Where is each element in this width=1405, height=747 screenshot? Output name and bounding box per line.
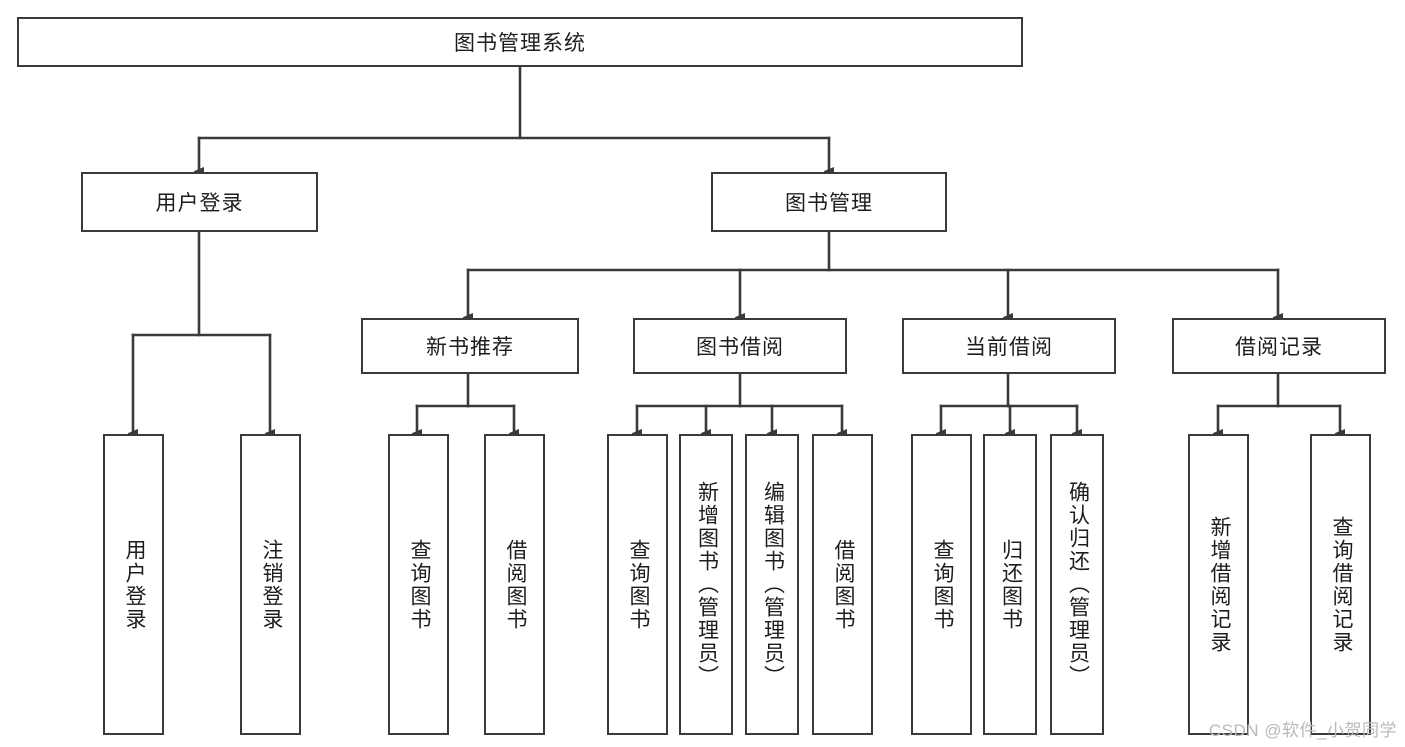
watermark: CSDN @软件_小贺同学 <box>1208 721 1397 740</box>
node-level3-4-label: 借阅记录 <box>1235 336 1323 359</box>
node-level3-2-label: 图书借阅 <box>696 336 784 359</box>
node-leaf-3[interactable]: 查询图书 <box>388 434 449 735</box>
node-level3-4[interactable]: 借阅记录 <box>1172 318 1386 374</box>
node-leaf-2-label: 注销登录 <box>259 538 283 631</box>
node-leaf-3-label: 查询图书 <box>407 538 431 631</box>
node-leaf-12[interactable]: 新增借阅记录 <box>1188 434 1249 735</box>
node-level3-2[interactable]: 图书借阅 <box>633 318 847 374</box>
node-leaf-1-label: 用户登录 <box>122 538 146 631</box>
node-leaf-5-label: 查询图书 <box>626 538 650 631</box>
node-root[interactable]: 图书管理系统 <box>17 17 1023 67</box>
node-leaf-13-label: 查询借阅记录 <box>1329 515 1353 654</box>
node-leaf-12-label: 新增借阅记录 <box>1207 515 1231 654</box>
node-leaf-4[interactable]: 借阅图书 <box>484 434 545 735</box>
node-leaf-9-label: 查询图书 <box>930 538 954 631</box>
node-level2-1-label: 用户登录 <box>155 192 244 215</box>
node-leaf-9[interactable]: 查询图书 <box>911 434 972 735</box>
node-level3-1[interactable]: 新书推荐 <box>361 318 579 374</box>
node-leaf-11[interactable]: 确认归还（管理员） <box>1050 434 1104 735</box>
node-level2-2[interactable]: 图书管理 <box>711 172 947 232</box>
node-level2-1[interactable]: 用户登录 <box>81 172 318 232</box>
node-leaf-2[interactable]: 注销登录 <box>240 434 301 735</box>
node-leaf-6[interactable]: 新增图书（管理员） <box>679 434 733 735</box>
node-leaf-13[interactable]: 查询借阅记录 <box>1310 434 1371 735</box>
node-leaf-10[interactable]: 归还图书 <box>983 434 1037 735</box>
node-level2-2-label: 图书管理 <box>785 192 873 215</box>
node-leaf-8-label: 借阅图书 <box>831 538 855 631</box>
node-level3-3-label: 当前借阅 <box>965 336 1053 359</box>
node-leaf-4-label: 借阅图书 <box>503 538 527 631</box>
node-leaf-7[interactable]: 编辑图书（管理员） <box>745 434 799 735</box>
node-leaf-1[interactable]: 用户登录 <box>103 434 164 735</box>
node-root-label: 图书管理系统 <box>454 32 586 55</box>
node-leaf-10-label: 归还图书 <box>999 538 1023 631</box>
node-level3-3[interactable]: 当前借阅 <box>902 318 1116 374</box>
node-leaf-6-label: 新增图书（管理员） <box>695 481 719 688</box>
node-leaf-7-label: 编辑图书（管理员） <box>761 481 785 688</box>
node-leaf-5[interactable]: 查询图书 <box>607 434 668 735</box>
node-leaf-11-label: 确认归还（管理员） <box>1066 481 1090 688</box>
node-level3-1-label: 新书推荐 <box>426 336 514 359</box>
node-leaf-8[interactable]: 借阅图书 <box>812 434 873 735</box>
